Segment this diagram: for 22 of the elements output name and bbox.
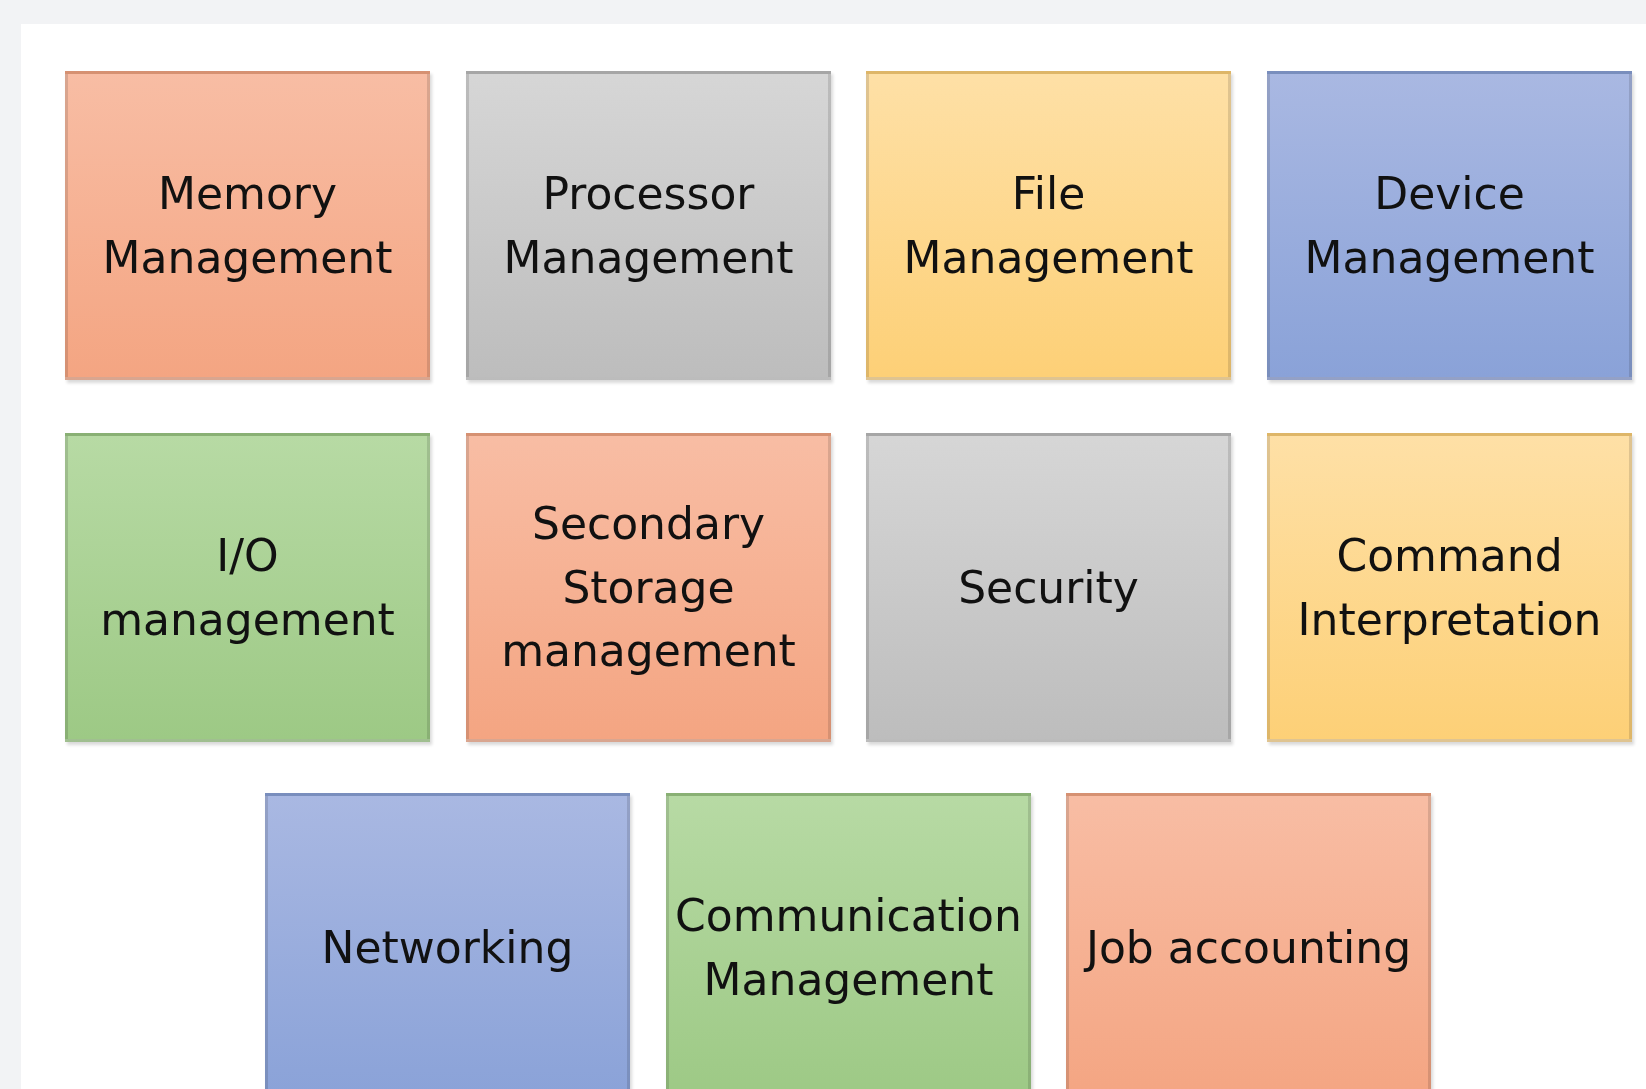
box-label: Secondary Storage management [500,496,797,679]
box-label: File Management [902,166,1195,285]
function-box [666,793,1031,1089]
function-box [265,793,630,1089]
box-label: Processor Management [502,166,795,285]
function-box [866,433,1231,742]
box-label: I/O management [99,528,396,647]
box-label: Command Interpretation [1296,528,1603,647]
function-box [1267,433,1632,742]
function-box [1267,71,1632,380]
box-label: Security [957,560,1140,615]
function-box [866,71,1231,380]
function-box [466,433,831,742]
box-label: Job accounting [1082,920,1413,975]
function-box [65,433,430,742]
box-label: Memory Management [101,166,394,285]
box-label: Device Management [1303,166,1596,285]
function-box [65,71,430,380]
function-box [466,71,831,380]
function-box [1066,793,1431,1089]
box-label: Networking [320,920,575,975]
box-label: Communication Management [674,888,1023,1007]
